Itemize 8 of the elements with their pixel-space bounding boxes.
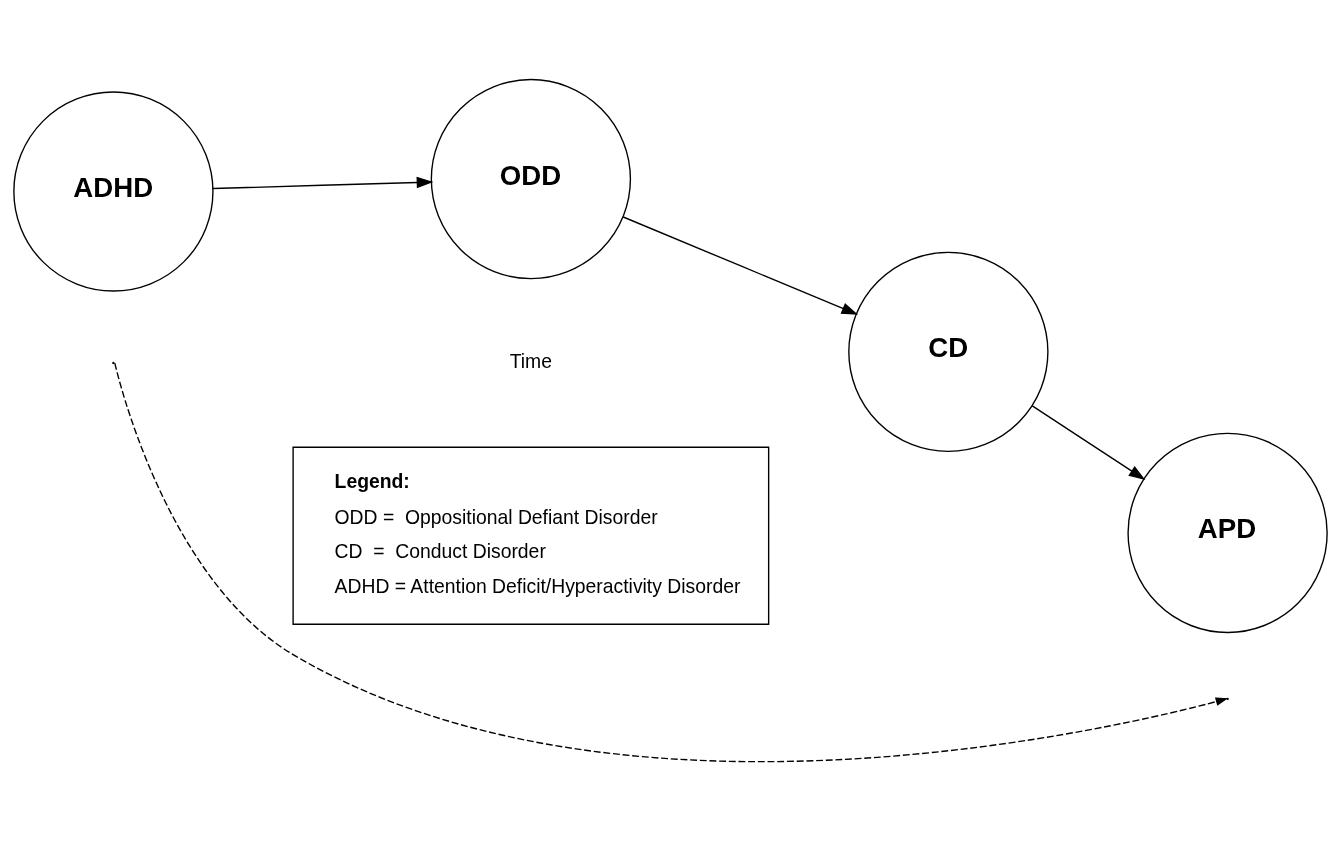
arrow xyxy=(212,176,434,190)
node-circle: CD xyxy=(848,251,1049,453)
label: Time xyxy=(509,350,553,373)
node-box: Legend: ODD = Oppositional Defiant Disorder CD = Conduct Disorder ADHD = Attention Deficit/Hyperactivity Disorder xyxy=(292,446,770,625)
node-circle: ADHD xyxy=(13,91,214,292)
node-circle: ODD xyxy=(430,78,632,280)
arrow xyxy=(622,216,859,315)
arrow xyxy=(1031,405,1146,480)
